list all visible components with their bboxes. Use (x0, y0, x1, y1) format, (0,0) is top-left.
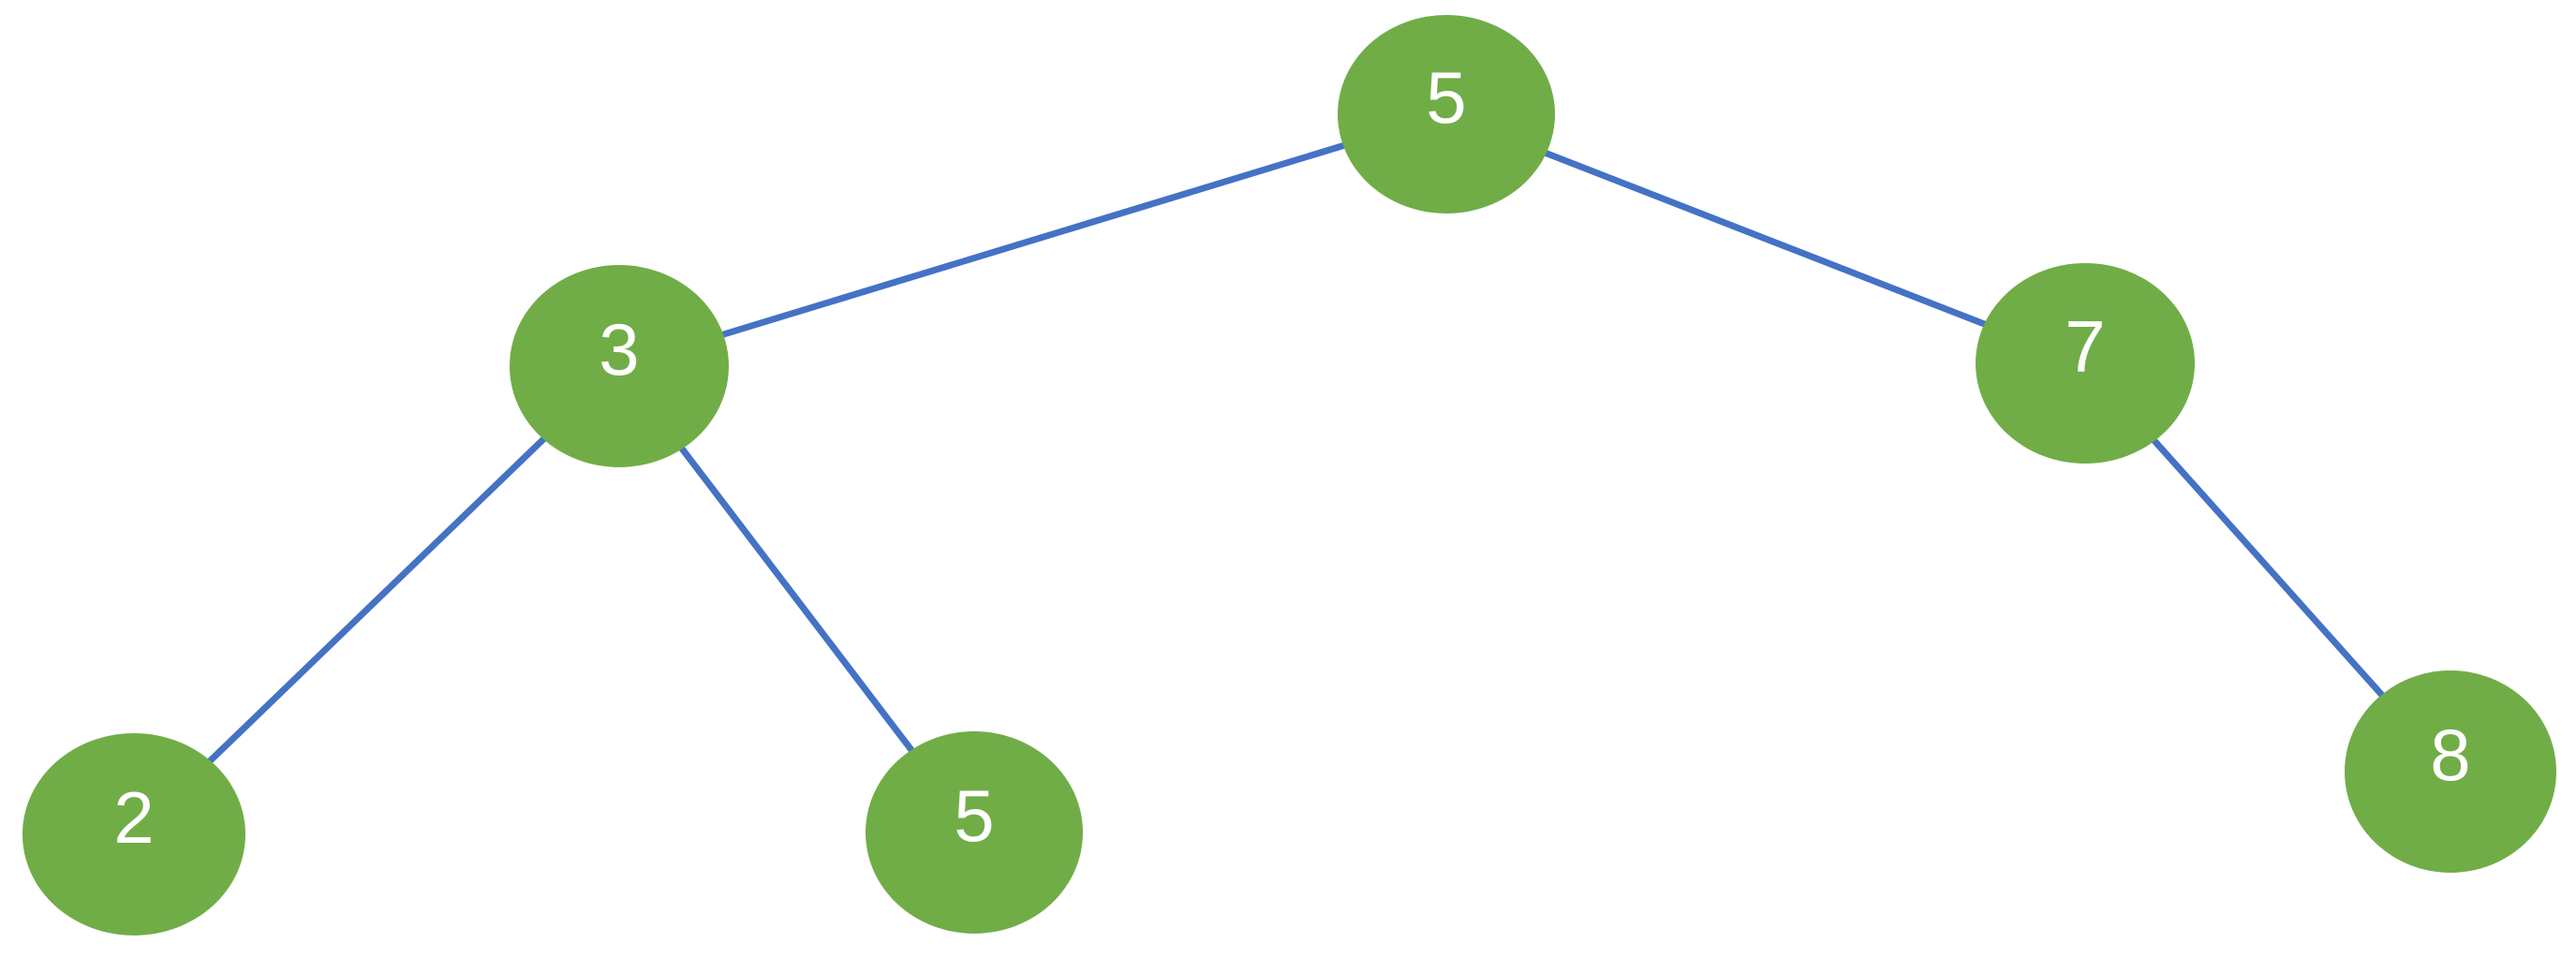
node-circle-2 (22, 733, 245, 935)
node-label-5-root: 5 (1426, 56, 1466, 139)
node-circle-7 (1976, 263, 2195, 464)
tree-node-7: 7 (1976, 263, 2195, 464)
edge-3-to-2 (131, 363, 622, 837)
node-label-2: 2 (113, 776, 154, 859)
node-label-3: 3 (599, 308, 639, 390)
edge-5-root-to-7 (1444, 110, 2087, 367)
tree-node-2: 2 (22, 733, 245, 935)
node-label-5-leaf: 5 (954, 774, 994, 857)
node-circle-8 (2345, 670, 2556, 873)
node-label-7: 7 (2065, 305, 2105, 388)
edge-5-root-to-3 (617, 110, 1448, 370)
tree-node-3: 3 (510, 265, 729, 467)
node-circle-3 (510, 265, 729, 467)
node-circle-5-root (1338, 15, 1555, 213)
tree-node-5-root: 5 (1338, 15, 1555, 213)
node-circle-5-leaf (866, 731, 1083, 934)
node-label-8: 8 (2430, 714, 2470, 796)
tree-node-5-leaf: 5 (866, 731, 1083, 934)
tree-node-8: 8 (2345, 670, 2556, 873)
